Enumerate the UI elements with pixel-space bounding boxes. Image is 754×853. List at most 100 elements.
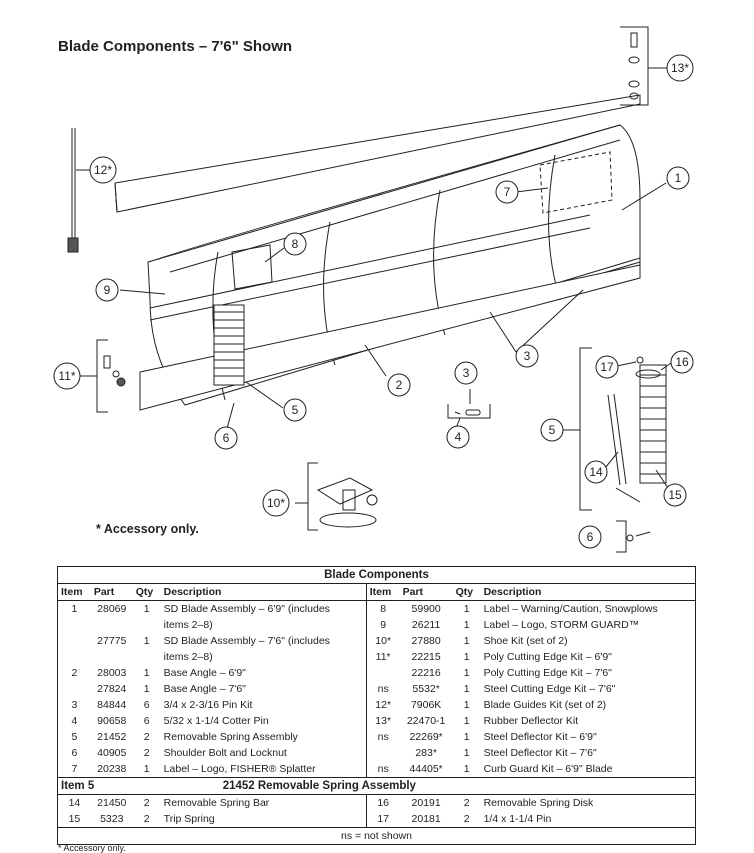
cell-r-item: 11* bbox=[375, 651, 391, 663]
cell-l-desc: SD Blade Assembly – 7'6" (includes bbox=[160, 633, 367, 649]
callout-2: 2 bbox=[396, 378, 403, 392]
cell-l-part: 21450 bbox=[97, 797, 127, 809]
cell-l-desc: SD Blade Assembly – 6'9" (includes bbox=[160, 600, 367, 617]
cell-l-item bbox=[58, 681, 91, 697]
spring-on-blade bbox=[213, 304, 245, 386]
cell-l-desc: 5/32 x 1-1/4 Cotter Pin bbox=[160, 713, 367, 729]
cell-r-qty: 1 bbox=[463, 763, 470, 775]
col-part-right: Part bbox=[399, 583, 453, 601]
cell-r-item: 8 bbox=[380, 603, 387, 615]
cell-r-qty: 1 bbox=[463, 667, 470, 679]
cell-l-desc: Removable Spring Bar bbox=[160, 794, 367, 811]
cell-r-desc: Label – Warning/Caution, Snowplows bbox=[483, 603, 658, 615]
callout-9: 9 bbox=[104, 283, 111, 297]
cell-r-part: 22216 bbox=[411, 667, 441, 679]
cell-l-part: 27824 bbox=[97, 683, 127, 695]
cell-r-desc: 1/4 x 1-1/4 Pin bbox=[483, 813, 552, 825]
callout-7: 7 bbox=[504, 185, 511, 199]
cell-r-part: 22215 bbox=[411, 651, 441, 663]
cell-r-qty: 1 bbox=[463, 715, 470, 727]
cell-r-item: 17 bbox=[377, 813, 389, 825]
cell-r-qty: 1 bbox=[463, 731, 470, 743]
cell-l-desc: Trip Spring bbox=[160, 811, 367, 828]
subassembly-caption: 21452 Removable Spring Assembly bbox=[132, 777, 695, 795]
cell-r-qty: 1 bbox=[463, 619, 470, 631]
callout-6-blade: 6 bbox=[223, 431, 230, 445]
callout-11: 11* bbox=[58, 369, 75, 383]
cell-r-qty: 1 bbox=[463, 635, 470, 647]
pin-kit bbox=[447, 389, 491, 429]
cell-l-desc: items 2–8) bbox=[160, 617, 367, 633]
cell-l-desc: Label – Logo, FISHER® Splatter bbox=[160, 761, 367, 778]
callout-15: 15 bbox=[668, 488, 682, 502]
cell-l-qty bbox=[133, 649, 161, 665]
cell-r-part: 22269* bbox=[409, 731, 443, 743]
blade-guide bbox=[67, 128, 90, 253]
cell-r-part: 44405* bbox=[409, 763, 443, 775]
cell-r-item: 12* bbox=[375, 699, 392, 711]
cell-r-item bbox=[366, 665, 399, 681]
cell-l-item: 2 bbox=[71, 667, 78, 679]
cell-l-qty: 1 bbox=[143, 683, 150, 695]
spring-assembly-detail bbox=[562, 347, 667, 511]
table-caption: Blade Components bbox=[58, 567, 695, 584]
col-desc-right: Description bbox=[480, 583, 695, 601]
cell-r-part: 27880 bbox=[411, 635, 441, 647]
cell-r-desc: Steel Deflector Kit – 7'6" bbox=[483, 747, 597, 759]
cell-r-part: 7906K bbox=[410, 699, 442, 711]
cell-l-item bbox=[58, 649, 91, 665]
footnote: * Accessory only. bbox=[58, 843, 126, 853]
cell-r-part: 20191 bbox=[411, 797, 441, 809]
cell-l-qty: 6 bbox=[143, 715, 150, 727]
col-item-left: Item bbox=[58, 583, 91, 601]
callout-6-detail: 6 bbox=[587, 530, 594, 544]
cell-l-item bbox=[58, 617, 91, 633]
callout-4: 4 bbox=[455, 430, 462, 444]
cell-l-part: 90658 bbox=[97, 715, 127, 727]
cell-r-item: 10* bbox=[375, 635, 392, 647]
cell-l-qty: 2 bbox=[143, 813, 150, 825]
shoulder-bolt-detail bbox=[616, 520, 651, 553]
page-title: Blade Components – 7'6" Shown bbox=[58, 38, 293, 55]
cell-l-desc: Base Angle – 7'6" bbox=[160, 681, 367, 697]
cell-r-part: 59900 bbox=[411, 603, 441, 615]
rubber-deflector bbox=[114, 94, 641, 213]
callout-3-upper: 3 bbox=[463, 366, 470, 380]
callout-10: 10* bbox=[267, 496, 285, 510]
cell-l-part: 20238 bbox=[97, 763, 127, 775]
cell-r-item: 16 bbox=[377, 797, 389, 809]
col-qty-right: Qty bbox=[452, 583, 481, 601]
cell-r-part: 5532* bbox=[412, 683, 440, 695]
cell-r-qty: 1 bbox=[463, 603, 470, 615]
callout-3-lower: 3 bbox=[524, 349, 531, 363]
cell-l-item: 6 bbox=[71, 747, 78, 759]
callout-13: 13* bbox=[671, 61, 689, 75]
cell-r-qty: 2 bbox=[463, 813, 470, 825]
cell-r-desc: Steel Cutting Edge Kit – 7'6" bbox=[483, 683, 616, 695]
cell-r-item: 13* bbox=[375, 715, 392, 727]
table-note: ns = not shown bbox=[58, 827, 695, 844]
callout-5-blade: 5 bbox=[292, 403, 299, 417]
cell-r-item: ns bbox=[377, 763, 389, 775]
col-item-right: Item bbox=[366, 583, 400, 601]
cell-r-desc: Blade Guides Kit (set of 2) bbox=[483, 699, 607, 711]
cell-l-qty: 1 bbox=[143, 667, 150, 679]
cell-l-qty: 2 bbox=[143, 797, 150, 809]
cell-r-part: 22470-1 bbox=[406, 715, 446, 727]
col-part-left: Part bbox=[90, 583, 133, 601]
shoe-kit bbox=[295, 462, 378, 531]
cell-l-qty: 2 bbox=[143, 731, 150, 743]
callout-5-detail: 5 bbox=[549, 423, 556, 437]
callout-16: 16 bbox=[675, 355, 689, 369]
callout-12: 12* bbox=[94, 163, 112, 177]
cell-r-qty: 1 bbox=[463, 651, 470, 663]
deflector-hardware bbox=[620, 26, 668, 106]
